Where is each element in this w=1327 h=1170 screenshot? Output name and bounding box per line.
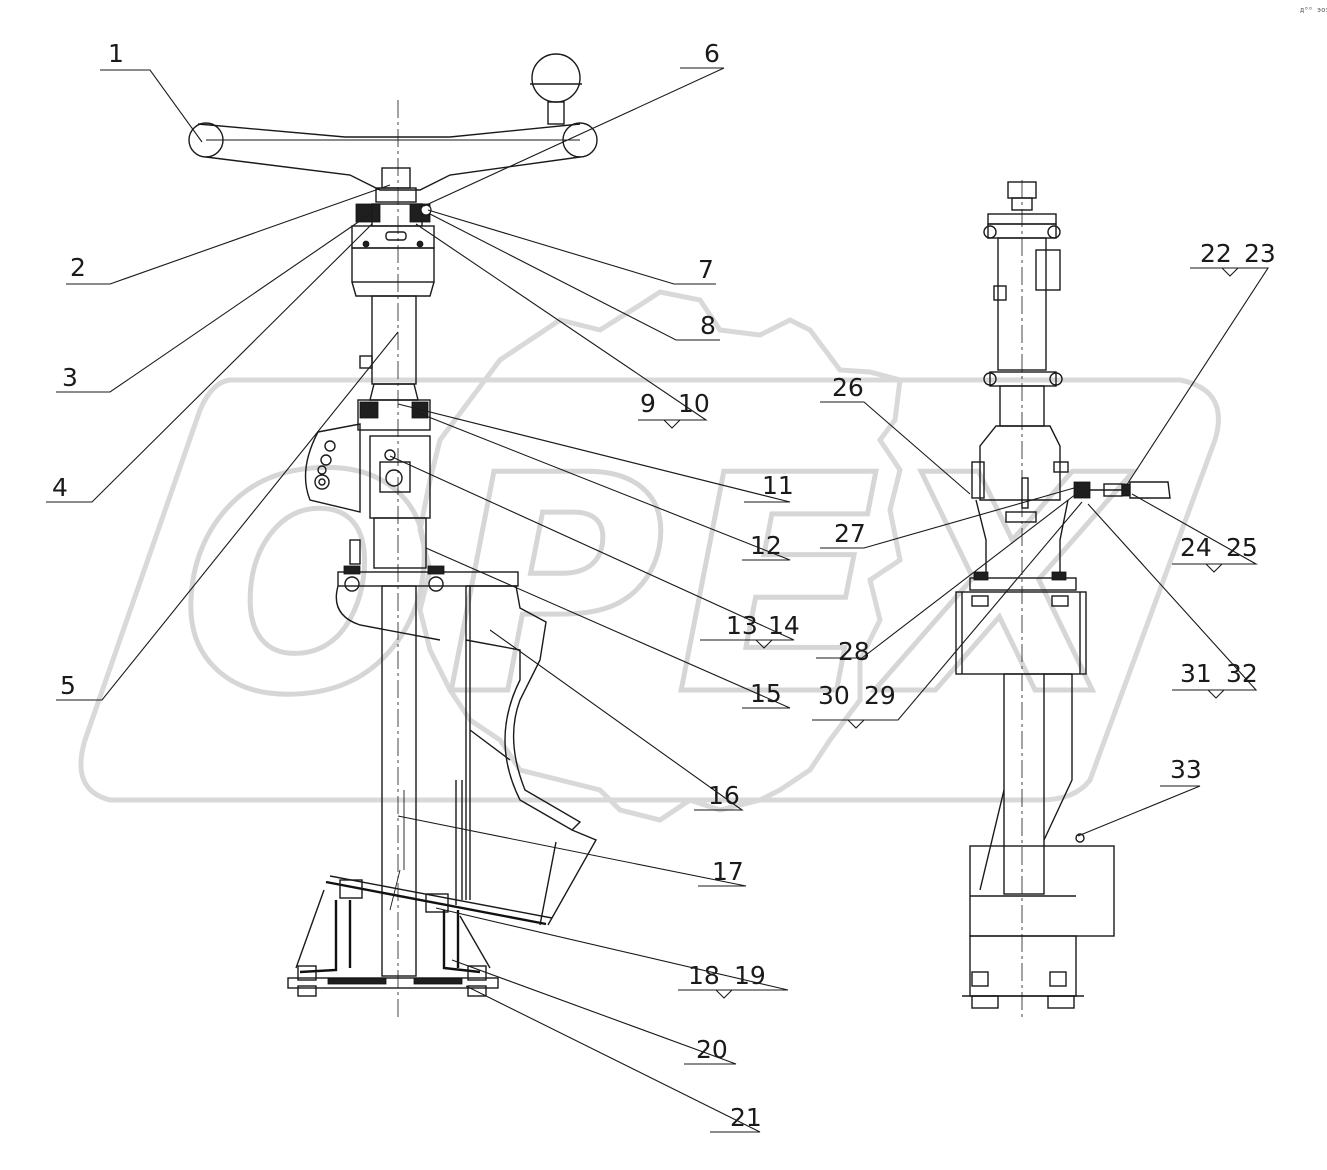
callout-3: 3: [62, 363, 78, 392]
callout-24: 24: [1180, 533, 1212, 562]
opex-watermark: OPEX: [78, 289, 1221, 823]
callout-20: 20: [696, 1035, 728, 1064]
callout-15: 15: [750, 679, 782, 708]
callout-4: 4: [52, 473, 68, 502]
callout-31: 31: [1180, 659, 1212, 688]
callout-1: 1: [108, 39, 124, 68]
callout-6: 6: [704, 39, 720, 68]
callout-11: 11: [762, 471, 794, 500]
callout-12: 12: [750, 531, 782, 560]
callout-33: 33: [1170, 755, 1202, 784]
callout-8: 8: [700, 311, 716, 340]
callout-28: 28: [838, 637, 870, 666]
front-view: [188, 53, 598, 1020]
callout-16: 16: [708, 781, 740, 810]
callout-25: 25: [1226, 533, 1258, 562]
callout-13: 13: [726, 611, 758, 640]
callout-30: 30: [818, 681, 850, 710]
watermark-text: OPEX: [180, 412, 1134, 761]
callout-19: 19: [734, 961, 766, 990]
callout-5: 5: [60, 671, 76, 700]
callout-27: 27: [834, 519, 866, 548]
callout-18: 18: [688, 961, 720, 990]
leader-lines: [46, 67, 1270, 1133]
callout-10: 10: [678, 389, 710, 418]
callout-23: 23: [1244, 239, 1276, 268]
callout-labels: 1 2 3 4 5 6 7 8 9 10 11 12 13 14 15 16 1…: [52, 39, 1276, 1132]
steering-wheel: [188, 53, 598, 191]
callout-9: 9: [640, 389, 656, 418]
side-view: [955, 180, 1171, 1020]
callout-7: 7: [698, 255, 714, 284]
callout-2: 2: [70, 253, 86, 282]
callout-29: 29: [864, 681, 896, 710]
callout-22: 22: [1200, 239, 1232, 268]
callout-14: 14: [768, 611, 800, 640]
callout-26: 26: [832, 373, 864, 402]
callout-32: 32: [1226, 659, 1258, 688]
corner-code: д⁰⁰ эоэ: [1300, 6, 1327, 14]
callout-17: 17: [712, 857, 744, 886]
callout-21: 21: [730, 1103, 762, 1132]
top-nut: [381, 167, 411, 189]
